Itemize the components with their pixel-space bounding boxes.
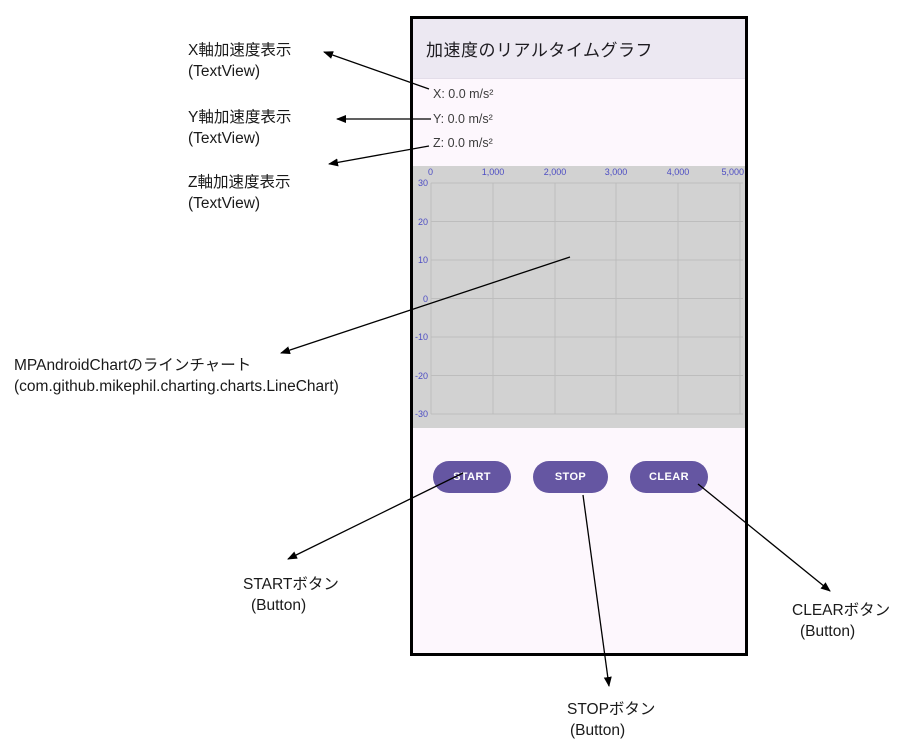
x-tick-label: 5,000 bbox=[721, 167, 744, 177]
x-acceleration-textview: X: 0.0 m/s² bbox=[433, 87, 494, 101]
annotation-y-readout: Y軸加速度表示 (TextView) bbox=[188, 109, 292, 147]
x-tick-label: 3,000 bbox=[604, 167, 628, 177]
phone-screen: 加速度のリアルタイムグラフ X: 0.0 m/s² Y: 0.0 m/s² Z:… bbox=[410, 16, 748, 656]
chart-grid bbox=[430, 182, 743, 415]
y-tick-label: -30 bbox=[414, 409, 428, 419]
y-tick-label: 10 bbox=[417, 255, 428, 265]
annotation-line-chart: MPAndroidChartのラインチャート (com.github.mikep… bbox=[14, 357, 339, 395]
z-acceleration-textview: Z: 0.0 m/s² bbox=[433, 136, 493, 150]
y-tick-label: 0 bbox=[422, 293, 428, 304]
clear-button[interactable]: CLEAR bbox=[630, 461, 708, 493]
annotation-z-readout: Z軸加速度表示 (TextView) bbox=[188, 174, 291, 212]
annotation-start-button: STARTボタン (Button) bbox=[243, 576, 339, 614]
annotation-stop-button: STOPボタン (Button) bbox=[567, 701, 656, 739]
y-tick-label: -20 bbox=[414, 370, 428, 381]
x-tick-label: 4,000 bbox=[666, 167, 690, 177]
x-tick-label: 1,000 bbox=[481, 167, 505, 177]
start-button[interactable]: START bbox=[433, 461, 511, 493]
y-acceleration-textview: Y: 0.0 m/s² bbox=[433, 111, 493, 126]
y-tick-label: 20 bbox=[417, 216, 428, 227]
app-title: 加速度のリアルタイムグラフ bbox=[426, 41, 653, 60]
annotation-clear-button: CLEARボタン (Button) bbox=[792, 602, 891, 640]
y-tick-label: -10 bbox=[414, 332, 428, 342]
app-title-bar: 加速度のリアルタイムグラフ bbox=[413, 19, 745, 79]
annotation-x-readout: X軸加速度表示 (TextView) bbox=[188, 42, 292, 80]
x-tick-label: 0 bbox=[428, 167, 434, 177]
stop-button[interactable]: STOP bbox=[533, 461, 608, 493]
y-tick-label: 30 bbox=[417, 178, 428, 188]
x-tick-label: 2,000 bbox=[543, 167, 567, 177]
line-chart[interactable]: 0 1,000 2,000 3,000 4,000 5,000 30 20 10… bbox=[413, 166, 745, 428]
acceleration-readouts: X: 0.0 m/s² Y: 0.0 m/s² Z: 0.0 m/s² bbox=[433, 82, 493, 156]
